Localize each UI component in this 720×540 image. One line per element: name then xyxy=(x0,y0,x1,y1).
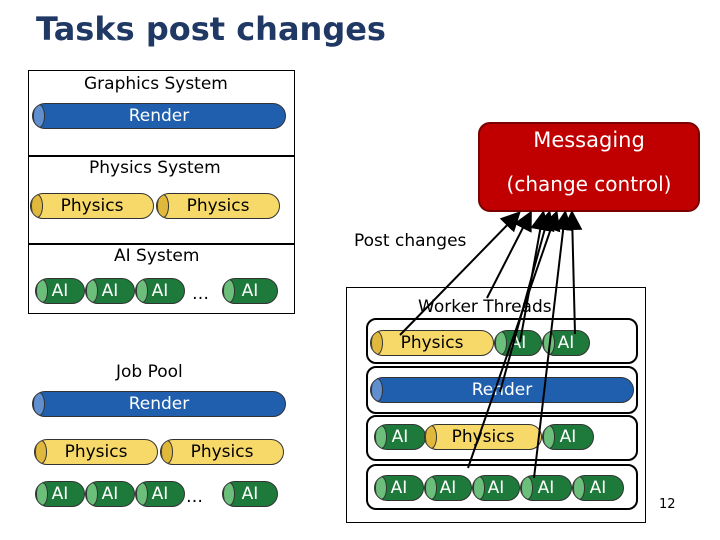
physics-task: Physics xyxy=(424,424,542,450)
physics-task: Physics xyxy=(30,193,154,219)
ellipsis: … xyxy=(192,284,209,304)
ai-task: AI xyxy=(572,475,624,501)
ai-task: AI xyxy=(542,424,594,450)
ai-task: AI xyxy=(35,481,85,507)
physics-task: Physics xyxy=(160,439,284,465)
render-task: Render xyxy=(32,391,286,417)
render-task: Render xyxy=(32,103,286,129)
messaging-title: Messaging xyxy=(533,128,645,152)
physics-system-label: Physics System xyxy=(89,158,221,178)
ai-task: AI xyxy=(520,475,572,501)
ai-task: AI xyxy=(424,475,472,501)
slide-title: Tasks post changes xyxy=(36,10,386,48)
ai-task: AI xyxy=(472,475,520,501)
ai-task: AI xyxy=(135,481,185,507)
ai-task: AI xyxy=(85,481,135,507)
ai-system-label: AI System xyxy=(114,246,200,266)
physics-task: Physics xyxy=(370,330,494,356)
ai-task: AI xyxy=(222,481,278,507)
worker-threads-label: Worker Threads xyxy=(418,297,552,317)
ai-task: AI xyxy=(374,475,424,501)
physics-task: Physics xyxy=(34,439,158,465)
ai-task: AI xyxy=(85,278,135,304)
graphics-system-label: Graphics System xyxy=(84,74,228,94)
post-changes-label: Post changes xyxy=(354,231,467,251)
physics-task: Physics xyxy=(156,193,280,219)
job-pool-label: Job Pool xyxy=(116,362,183,382)
ai-task: AI xyxy=(222,278,278,304)
ai-task: AI xyxy=(374,424,426,450)
ellipsis: … xyxy=(186,487,203,507)
messaging-subtitle: (change control) xyxy=(506,172,672,196)
ai-task: AI xyxy=(135,278,185,304)
page-number: 12 xyxy=(659,497,676,512)
messaging-box: Messaging (change control) xyxy=(478,122,700,212)
ai-task: AI xyxy=(35,278,85,304)
ai-task: AI xyxy=(494,330,542,356)
